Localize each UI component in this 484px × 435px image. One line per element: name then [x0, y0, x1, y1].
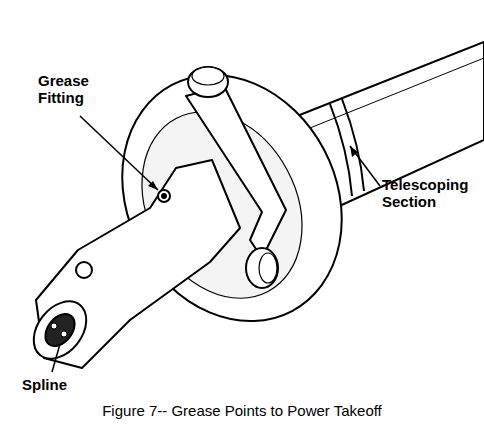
part-label: Spline	[22, 376, 102, 393]
spline-end	[23, 291, 97, 369]
leader-arrowhead	[148, 181, 158, 190]
leader-line	[80, 116, 158, 190]
grease-fitting	[158, 190, 170, 202]
lower-yoke	[36, 160, 240, 368]
leader-line	[350, 146, 380, 186]
spline-tooth	[51, 323, 57, 329]
grease-fitting-nipple	[162, 194, 166, 198]
cross-cap	[246, 248, 278, 288]
figure-caption: Figure 7-- Grease Points to Power Takeof…	[4, 402, 480, 419]
leader-line	[52, 344, 60, 372]
tube-band	[342, 99, 364, 191]
lock-pin	[76, 262, 92, 278]
spline-tooth	[61, 331, 67, 337]
cross-cap-face	[259, 253, 277, 283]
leader-arrowhead	[350, 146, 358, 157]
part-label: Grease Fitting	[38, 72, 108, 106]
part-label: Telescoping Section	[382, 176, 478, 210]
cross-cap	[188, 67, 228, 97]
tube-highlight	[300, 58, 484, 132]
cross-cap-top	[192, 67, 224, 85]
